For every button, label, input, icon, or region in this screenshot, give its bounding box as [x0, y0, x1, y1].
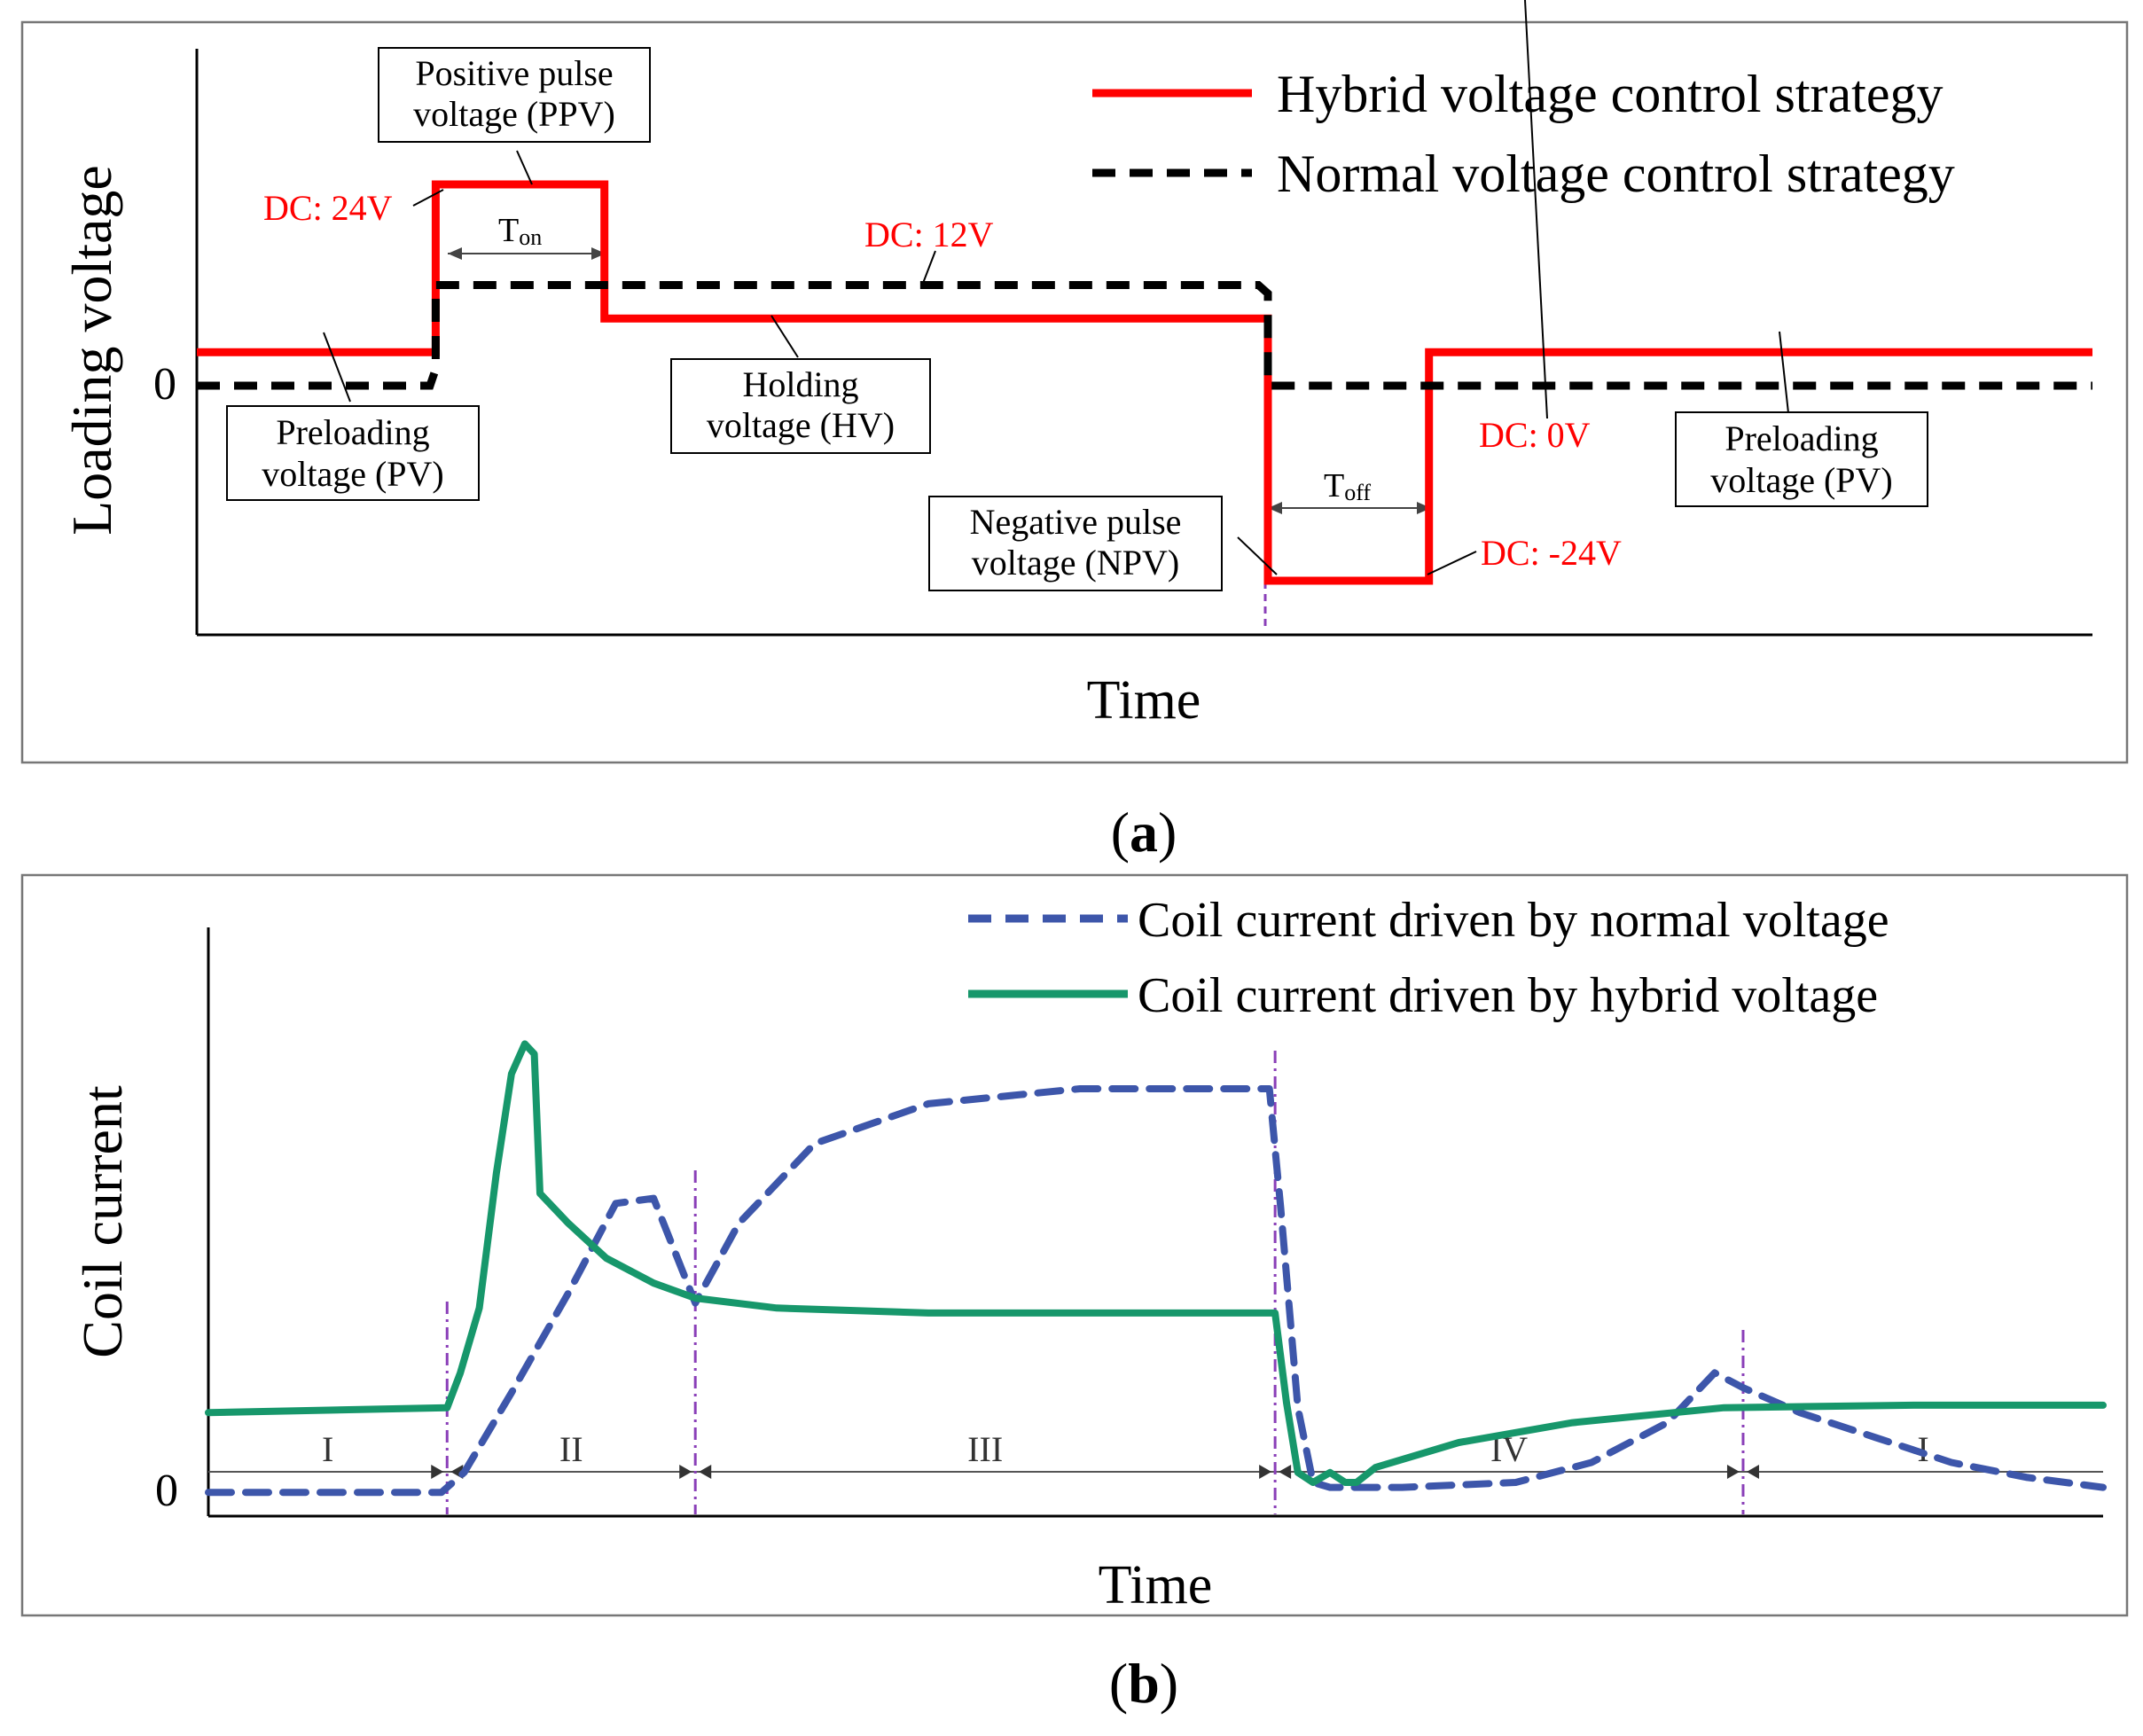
panel-a-leader-lines — [323, 0, 1790, 575]
panel-b-axes: 0 Coil current Time — [71, 927, 2103, 1615]
stage-label: III — [967, 1429, 1003, 1469]
label-box-npv: Negative pulse voltage (NPV) — [928, 496, 1223, 591]
ton-arrow: Ton — [448, 212, 606, 260]
leader-ppv — [516, 150, 533, 185]
ton-arrowhead-right — [591, 247, 606, 260]
panel-a-series — [197, 180, 2092, 585]
panel-b-ytick-zero: 0 — [155, 1466, 178, 1516]
legend-label-hybrid-voltage: Hybrid voltage control strategy — [1277, 65, 1943, 123]
panel-a-caption-letter: a — [1130, 801, 1158, 864]
stage-arrowhead-right — [1726, 1465, 1740, 1479]
stage-label: I — [322, 1429, 333, 1469]
toff-label-sub: off — [1344, 480, 1371, 505]
label-hv-line1: Holding — [742, 364, 858, 404]
legend-label-normal-current: Coil current driven by normal voltage — [1138, 893, 1889, 948]
panel-a-ylabel: Loading voltage — [60, 165, 123, 536]
panel-a-legend: Hybrid voltage control strategy Normal v… — [1092, 65, 1955, 203]
stage-arrowhead-right — [679, 1465, 692, 1479]
label-box-pv-left-frame — [226, 405, 480, 501]
panel-a-dc-annotations: DC: 24V DC: 12V DC: 0V DC: -24V — [263, 188, 1622, 573]
leader-pv1 — [323, 332, 351, 403]
legend-label-hybrid-current: Coil current driven by hybrid voltage — [1138, 968, 1878, 1023]
leader-npv — [1237, 536, 1278, 575]
label-pv-left-line2: voltage (PV) — [262, 454, 444, 494]
stage-arrowhead-left — [1279, 1465, 1292, 1479]
panel-b-caption: (b) — [1109, 1652, 1178, 1715]
toff-label: Toff — [1324, 467, 1371, 505]
label-box-hv: Holding voltage (HV) — [670, 358, 931, 454]
stage-arrowhead-left — [699, 1465, 712, 1479]
panel-a-ytick-zero: 0 — [153, 359, 176, 410]
toff-arrowhead-right — [1417, 502, 1431, 514]
panel-b-xlabel: Time — [1099, 1555, 1213, 1615]
stage-arrowhead-right — [1259, 1465, 1272, 1479]
annotation-dc-0v: DC: 0V — [1479, 415, 1591, 455]
label-ppv-line1: Positive pulse — [415, 53, 613, 93]
panel-a-axes: 0 Loading voltage Time — [60, 49, 2092, 731]
panel-a: 0 Loading voltage Time Hybrid voltage co… — [20, 0, 2129, 864]
label-ppv-line2: voltage (PPV) — [413, 94, 615, 134]
annotation-dc-minus-24v: DC: -24V — [1481, 533, 1622, 573]
panel-a-frame — [20, 20, 2129, 764]
panel-b-caption-close: ) — [1160, 1652, 1178, 1715]
leader-pv2 — [1779, 331, 1790, 422]
panel-a-caption-close: ) — [1158, 801, 1177, 864]
label-box-pv-right-frame — [1675, 411, 1928, 507]
toff-label-main: T — [1324, 467, 1344, 504]
annotation-dc-24v: DC: 24V — [263, 188, 393, 228]
series-hybrid-voltage-line — [197, 180, 2092, 585]
label-npv-line1: Negative pulse — [970, 502, 1182, 542]
label-pv-right-line1: Preloading — [1725, 418, 1878, 458]
label-pv-right-line2: voltage (PV) — [1710, 460, 1893, 500]
panel-a-caption-open: ( — [1111, 801, 1130, 864]
stage-label: II — [559, 1429, 583, 1469]
label-box-npv-frame — [928, 496, 1223, 591]
series-normal-voltage-line — [197, 281, 2092, 390]
label-box-hv-frame — [670, 358, 931, 454]
stage-arrowhead-right — [431, 1465, 444, 1479]
leader-dcm24 — [1427, 551, 1477, 575]
ton-label-main: T — [498, 212, 519, 249]
label-hv-line2: voltage (HV) — [707, 405, 895, 445]
leader-hv — [770, 315, 799, 358]
panel-a-caption: (a) — [1111, 801, 1177, 864]
label-pv-left-line1: Preloading — [276, 412, 429, 452]
legend-label-normal-voltage: Normal voltage control strategy — [1277, 145, 1955, 203]
leader-dc0 — [1524, 0, 1548, 419]
ton-arrowhead-left — [448, 247, 462, 260]
label-box-ppv: Positive pulse voltage (PPV) — [378, 47, 651, 143]
panel-b: 0 Coil current Time Coil current driven … — [20, 873, 2129, 1715]
toff-arrow: Toff — [1268, 467, 1431, 514]
ton-label-sub: on — [519, 224, 542, 250]
leader-dc12 — [921, 250, 936, 286]
stage-label: I — [1917, 1429, 1928, 1469]
label-box-pv-left: Preloading voltage (PV) — [226, 405, 480, 501]
panel-b-legend: Coil current driven by normal voltage Co… — [968, 893, 1889, 1023]
toff-arrowhead-left — [1268, 502, 1282, 514]
series-hybrid-current-line — [205, 1040, 2107, 1486]
leader-dc24 — [412, 189, 444, 207]
panel-b-ylabel: Coil current — [71, 1085, 134, 1358]
label-box-ppv-frame — [378, 47, 651, 143]
ton-label: Ton — [498, 212, 542, 250]
panel-b-caption-letter: b — [1128, 1652, 1160, 1715]
annotation-dc-12v: DC: 12V — [864, 215, 994, 254]
stage-arrowhead-left — [1746, 1465, 1759, 1479]
panel-b-series — [205, 1040, 2107, 1497]
label-npv-line2: voltage (NPV) — [972, 543, 1179, 583]
panel-b-caption-open: ( — [1109, 1652, 1128, 1715]
label-box-pv-right: Preloading voltage (PV) — [1675, 411, 1928, 507]
panel-a-xlabel: Time — [1087, 670, 1201, 731]
